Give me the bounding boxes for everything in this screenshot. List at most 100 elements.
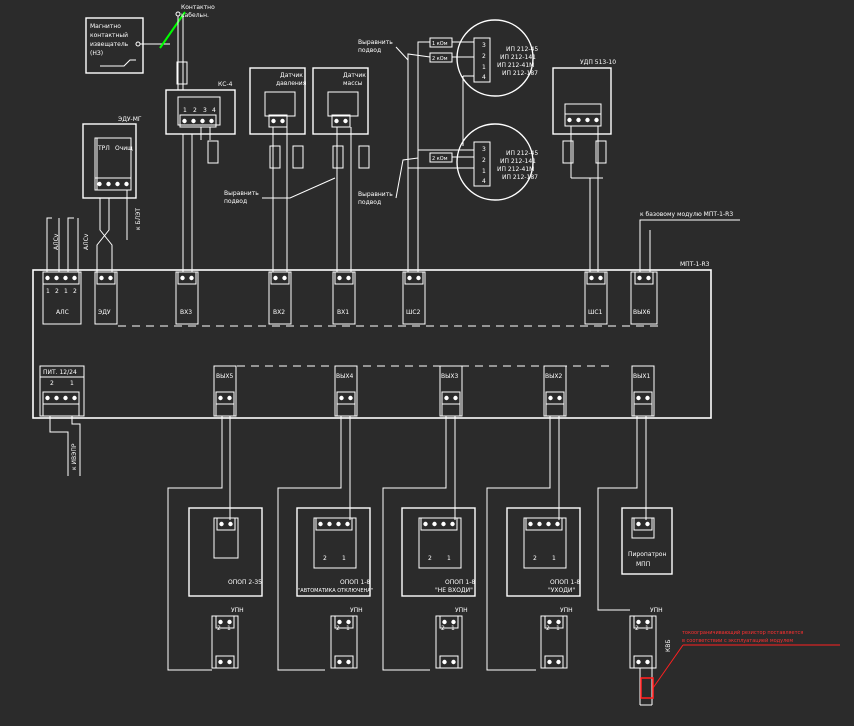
edu-label: ЭДУ <box>98 309 111 316</box>
term-num: 1 <box>64 288 68 295</box>
upn-label: УПН <box>231 607 244 614</box>
vx2-label: ВХ2 <box>273 309 285 316</box>
vyr-label: подвод <box>224 198 247 205</box>
term-num: 1 <box>342 555 346 562</box>
term-num: 1 <box>482 168 486 175</box>
upn-blocks: УПН 2 1 УПН 2 1 УПН 2 1 УПН 2 1 УПН 2 1 … <box>211 607 672 706</box>
warning-note: токоограничивающий резистор поставляется… <box>640 629 840 699</box>
to-module-label: к базовому модулю МПТ-1-R3 <box>640 211 733 218</box>
term-num: 1 <box>70 380 74 387</box>
term-num: 2 <box>546 625 550 632</box>
opop-sub: "УХОДИ" <box>548 587 575 594</box>
opop-sub: "НЕ ВХОДИ" <box>435 587 473 594</box>
opop-label: ОПОП 2-35 <box>228 579 262 586</box>
np-label: ИП 212-141 <box>500 54 536 61</box>
top-terminals: 1 2 1 2 АЛС ЭДУ ВХ3 ВХ2 ВХ1 ШС2 ШС1 ВЫХ6 <box>42 271 658 325</box>
upn-label: УПН <box>350 607 363 614</box>
pyro-label: МПП <box>636 561 650 568</box>
kk-label-1: Контактно <box>181 4 215 11</box>
pit-label: ПИТ. 12/24 <box>43 369 77 376</box>
upn-label: УПН <box>650 607 663 614</box>
vyr-label: Выравнить <box>358 191 393 198</box>
term-num: 2 <box>323 555 327 562</box>
shs1-label: ШС1 <box>588 309 603 316</box>
term-num: 2 <box>193 107 197 114</box>
als-label: АЛСv <box>83 233 90 250</box>
res-value: 2 кОм <box>432 56 448 62</box>
sensor-label: давления <box>276 80 307 87</box>
np-label: ИП 212-45 <box>506 46 538 53</box>
detector-group-2: 3 2 1 4 ИП 212-45 ИП 212-141 ИП 212-41М … <box>456 123 538 201</box>
sensor-label: массы <box>343 80 363 87</box>
np-label: ИП 212-187 <box>502 70 538 77</box>
term-num: 2 <box>73 288 77 295</box>
mass-sensor: Датчик массы <box>312 67 370 272</box>
term-num: 1 <box>556 625 560 632</box>
term-num: 1 <box>447 555 451 562</box>
term-num: 1 <box>227 625 231 632</box>
edu-a: ТРЛ <box>97 145 110 152</box>
vyr-label: подвод <box>358 47 381 54</box>
vx3-label: ВХ3 <box>180 309 192 316</box>
upn-label: УПН <box>560 607 573 614</box>
term-num: 1 <box>645 625 649 632</box>
warning-text-2: в соответствии с эксплуатацией модулем <box>682 637 793 644</box>
term-num: 1 <box>46 288 50 295</box>
kvb-label: КВБ <box>665 640 672 653</box>
udp-label: УДП 513-10 <box>580 59 616 66</box>
term-num: 4 <box>212 107 216 114</box>
term-num: 4 <box>482 74 486 81</box>
term-num: 2 <box>635 625 639 632</box>
opop-1-8-c: 2 1 ОПОП 1-8 "УХОДИ" <box>506 507 581 597</box>
magnet-label-3: извещатель <box>90 41 129 48</box>
edu-title: ЭДУ-МГ <box>118 116 142 123</box>
als-label: АЛСv <box>53 233 60 250</box>
upn-label: УПН <box>455 607 468 614</box>
np-label: ИП 212-187 <box>502 174 538 181</box>
term-num: 2 <box>428 555 432 562</box>
term-num: 2 <box>482 53 486 60</box>
np-label: ИП 212-41М <box>497 166 534 173</box>
opop-label: ОПОП 1-8 <box>445 579 475 586</box>
magnet-label-4: (НЗ) <box>90 50 103 57</box>
pyro-block: Пиропатрон МПП <box>621 507 673 575</box>
vyh6-label: ВЫХ6 <box>633 309 651 316</box>
kk-label-2: кабельн. <box>181 12 209 19</box>
term-num: 3 <box>482 146 486 153</box>
ks4-block: КС-4 1 2 3 4 <box>165 81 236 272</box>
module-label: МПТ-1-R3 <box>680 261 710 268</box>
lead-label: к ИВЭПР <box>71 443 78 470</box>
edu-b: Очищ <box>115 145 133 152</box>
main-module: МПТ-1-R3 <box>32 261 712 419</box>
contact-cable: Контактно кабельн. <box>159 4 215 90</box>
magnet-label-1: Магнитно <box>90 23 121 30</box>
term-num: 2 <box>336 625 340 632</box>
vyr-label: Выравнить <box>224 190 259 197</box>
term-num: 1 <box>552 555 556 562</box>
detector-group-1: 3 2 1 4 ИП 212-45 ИП 212-141 ИП 212-41М … <box>456 19 538 97</box>
vyr-label: подвод <box>358 199 381 206</box>
pit-lead: к ИВЭПР <box>49 416 81 476</box>
sensor-label: Датчик <box>280 72 303 79</box>
opop-2-35: ОПОП 2-35 <box>188 507 263 597</box>
term-num: 2 <box>50 380 54 387</box>
opop-label: ОПОП 1-8 <box>550 579 580 586</box>
udp-block: УДП 513-10 <box>552 59 616 272</box>
vyr-label-mid: Выравнить подвод <box>224 177 336 205</box>
output-wiring <box>167 416 647 671</box>
term-num: 1 <box>346 625 350 632</box>
term-num: 2 <box>55 288 59 295</box>
np-label: ИП 212-41М <box>497 62 534 69</box>
vyh3-label: ВЫХ3 <box>441 373 459 380</box>
vyh1-label: ВЫХ1 <box>633 373 651 380</box>
res-value: 2 кОм <box>432 156 448 162</box>
term-num: 2 <box>441 625 445 632</box>
magnet-detector: Магнитно контактный извещатель (НЗ) <box>85 17 170 74</box>
term-num: 1 <box>451 625 455 632</box>
res-value: 1 кОм <box>432 41 448 47</box>
detector-wiring: 1 кОм 2 кОм 2 кОм Выравнить подвод Вырав… <box>358 37 474 272</box>
vyh2-label: ВЫХ2 <box>545 373 563 380</box>
term-num: 4 <box>482 178 486 185</box>
vyr-label: Выравнить <box>358 39 393 46</box>
